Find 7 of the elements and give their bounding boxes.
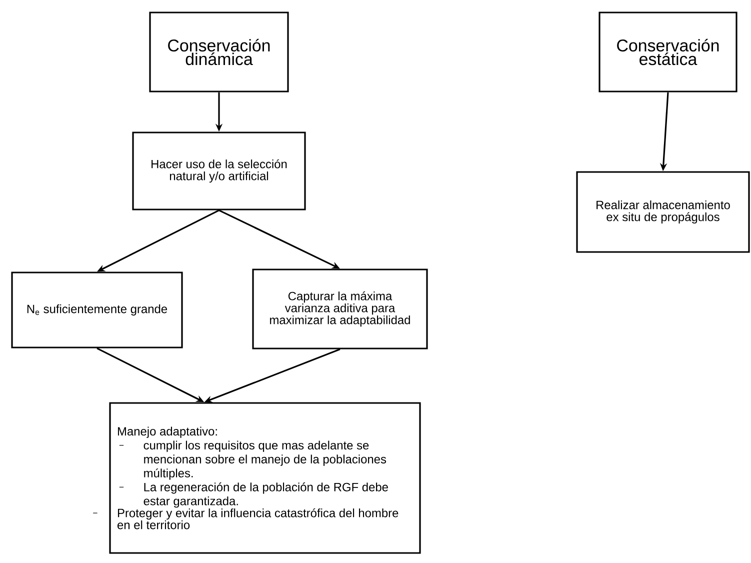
process-box: Hacer uso de la selección natural y/o artificial	[132, 132, 306, 210]
list-box: Manejo adaptativo: cumplir los requisitos que mas adelante se mencionan sobre el manejo de la poblaciones múltiples. La regeneración de la población de RGF debe estar garantizada. Proteger y evitar la influencia catastrófica del hombre en el territorio	[92, 402, 421, 554]
process-box: Conservación estática	[598, 12, 738, 92]
process-box: N$_{e}$ suficientemente grande	[11, 272, 183, 348]
process-box: Conservación dinámica	[149, 12, 289, 92]
process-box: Realizar almacenamiento ex situ de propágulos	[576, 171, 750, 253]
process-box: Capturar la máxima varianza aditiva para maximizar la adaptabilidad	[252, 268, 428, 350]
